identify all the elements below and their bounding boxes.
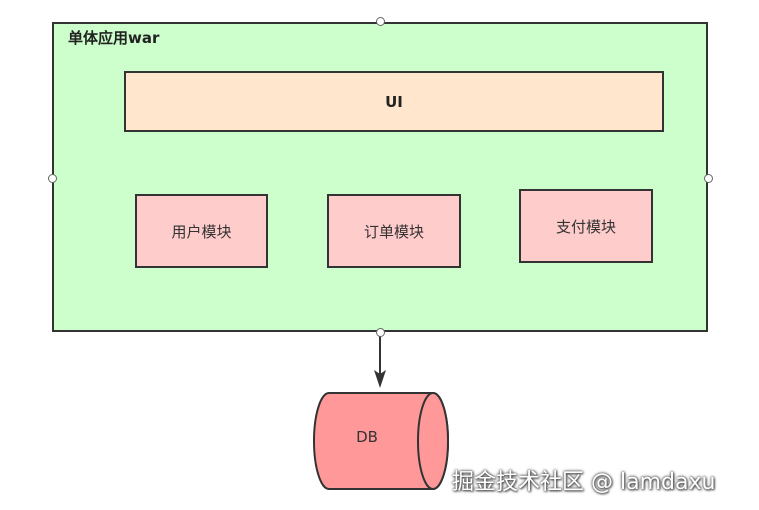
payment-module-box[interactable]: 支付模块 <box>519 189 653 263</box>
resize-handle-left[interactable] <box>48 174 57 183</box>
user-module-box[interactable]: 用户模块 <box>135 194 268 268</box>
container-title: 单体应用war <box>68 29 160 47</box>
resize-handle-bottom[interactable] <box>376 328 385 337</box>
database-cylinder-end <box>417 392 449 490</box>
resize-handle-top[interactable] <box>376 17 385 26</box>
order-module-box[interactable]: 订单模块 <box>327 194 461 268</box>
arrow-head-icon <box>374 370 386 388</box>
user-module-label: 用户模块 <box>171 222 232 241</box>
watermark-text: 掘金技术社区 @ lamdaxu <box>452 470 716 495</box>
resize-handle-right[interactable] <box>704 174 713 183</box>
payment-module-label: 支付模块 <box>555 217 616 236</box>
ui-layer-label: UI <box>385 92 403 111</box>
order-module-label: 订单模块 <box>363 222 424 241</box>
database-cylinder[interactable] <box>313 392 449 490</box>
database-label: DB <box>356 428 378 446</box>
ui-layer-box[interactable]: UI <box>124 71 664 132</box>
